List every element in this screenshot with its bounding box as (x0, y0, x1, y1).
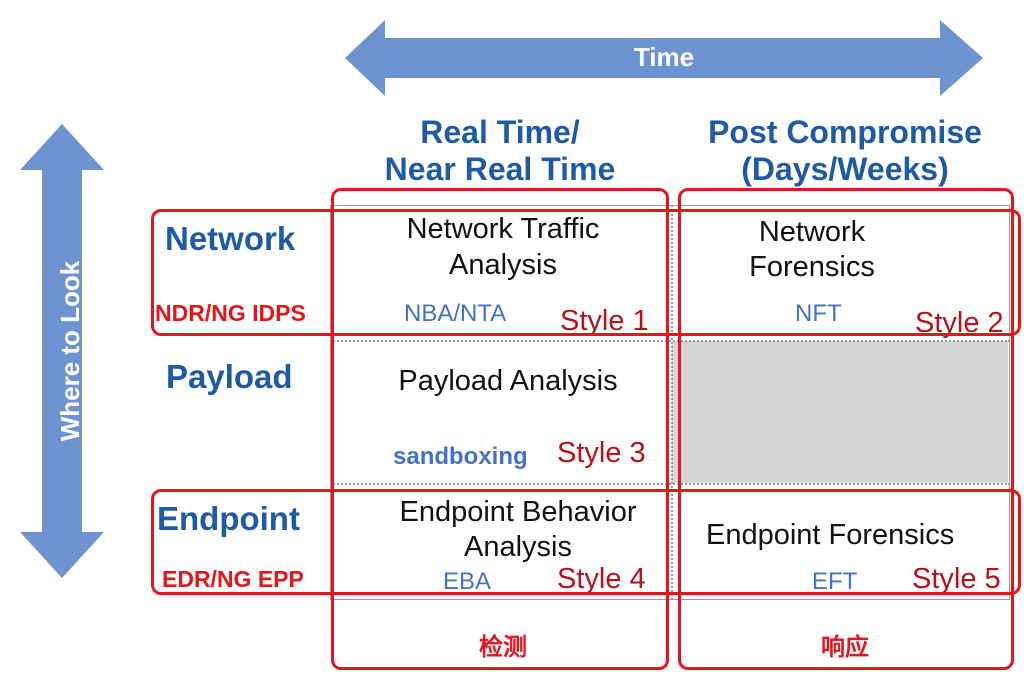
column-footer-detection: 检测 (479, 634, 527, 661)
row-label-payload: Payload (166, 358, 293, 395)
cell-endpoint-realtime-title-line1: Endpoint Behavior (399, 496, 637, 528)
highlight-network-row (151, 209, 1021, 336)
cell-endpoint-realtime-style: Style 4 (557, 563, 646, 595)
cell-network-realtime-style: Style 1 (560, 305, 649, 337)
cell-network-realtime-title-line2: Analysis (449, 249, 557, 281)
cell-endpoint-post-title: Endpoint Forensics (706, 519, 955, 551)
cell-endpoint-post-abbr: EFT (812, 568, 858, 595)
cell-payload-realtime-abbr: sandboxing (393, 443, 528, 470)
cell-payload-realtime-title: Payload Analysis (398, 365, 618, 397)
cell-payload-realtime-style: Style 3 (557, 437, 646, 469)
cell-network-post-style: Style 2 (915, 307, 1004, 339)
cell-network-post-title-line2: Forensics (749, 251, 875, 283)
grid-divider-column (671, 205, 673, 600)
highlight-post-column (678, 188, 1014, 670)
cell-endpoint-realtime-abbr: EBA (443, 568, 492, 595)
row-sub-network: NDR/NG IDPS (155, 300, 306, 326)
row-label-endpoint: Endpoint (157, 500, 300, 537)
column-header-realtime-line1: Real Time/ (420, 114, 580, 150)
time-arrow (345, 20, 983, 96)
column-header-post-line1: Post Compromise (708, 114, 982, 150)
empty-cell-payload-post (672, 341, 1008, 483)
grid-divider-row1 (330, 340, 1010, 342)
where-to-look-label: Where to Look (55, 260, 85, 442)
cell-network-post-abbr: NFT (795, 300, 842, 327)
time-arrow-label: Time (633, 42, 695, 72)
grid-divider-row2 (330, 483, 1010, 485)
cell-network-realtime-abbr: NBA/NTA (404, 300, 507, 327)
where-to-look-arrow (20, 124, 104, 578)
highlight-realtime-column (331, 188, 669, 670)
cell-endpoint-realtime-title-line2: Analysis (464, 531, 572, 563)
cell-network-realtime-title-line1: Network Traffic (406, 213, 600, 245)
column-header-post-line2: (Days/Weeks) (741, 151, 949, 187)
cell-endpoint-post-style: Style 5 (912, 563, 1001, 595)
cell-network-post-title-line1: Network (758, 216, 866, 248)
row-label-network: Network (165, 220, 296, 257)
column-header-realtime-line2: Near Real Time (384, 151, 616, 187)
highlight-endpoint-row (151, 489, 1021, 595)
row-sub-endpoint: EDR/NG EPP (162, 566, 304, 592)
matrix-grid (330, 205, 1010, 600)
column-footer-response: 响应 (821, 634, 869, 661)
